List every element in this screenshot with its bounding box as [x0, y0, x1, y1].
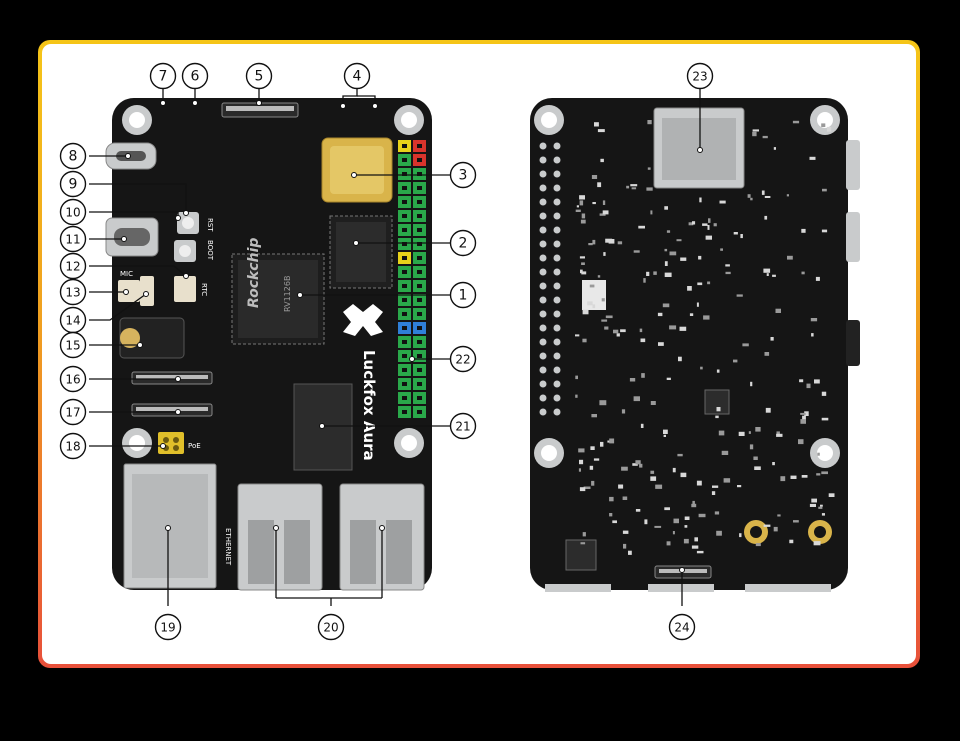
callout-label: 13: [65, 286, 80, 300]
back-components: [575, 120, 835, 555]
callout-20: 20: [317, 613, 345, 641]
brand-logo-icon: [343, 304, 383, 336]
callout-label: 3: [459, 168, 468, 184]
leader-lines: [89, 89, 701, 606]
usb-a-port-1: [237, 483, 323, 591]
callout-label: 6: [191, 69, 200, 85]
memory-chip: [336, 222, 386, 282]
callout-label: 1: [459, 288, 468, 304]
callout-label: 4: [353, 69, 362, 85]
silk-ethernet: ETHERNET: [224, 528, 232, 566]
callout-18: 18: [59, 432, 87, 460]
callout-5: 5: [245, 62, 273, 90]
callout-14: 14: [59, 306, 87, 334]
callout-label: 10: [65, 206, 80, 220]
callout-22: 22: [449, 345, 477, 373]
callout-1: 1: [449, 281, 477, 309]
silk-rst: RST: [206, 218, 214, 232]
callout-11: 11: [59, 225, 87, 253]
callout-10: 10: [59, 198, 87, 226]
callout-label: 16: [65, 373, 80, 387]
callout-12: 12: [59, 252, 87, 280]
callout-19: 19: [154, 613, 182, 641]
usb-a-port-2: [339, 483, 425, 591]
callout-label: 22: [455, 353, 470, 367]
silk-poe: PoE: [188, 442, 201, 450]
callout-label: 18: [65, 440, 80, 454]
callout-15: 15: [59, 331, 87, 359]
silk-boot: BOOT: [206, 240, 214, 261]
leader-dots: [121, 100, 703, 573]
callout-label: 11: [65, 233, 80, 247]
callout-16: 16: [59, 365, 87, 393]
silk-rtc: RTC: [200, 283, 208, 296]
soc-model-text: RV1126B: [283, 276, 292, 312]
mic-connector: [118, 280, 140, 302]
callout-label: 17: [65, 406, 80, 420]
callout-8: 8: [59, 142, 87, 170]
callout-23: 23: [686, 62, 714, 90]
soc-brand-text: Rockchip: [246, 238, 262, 308]
silk-mic: MIC: [120, 270, 133, 278]
back-board-pcb: [530, 98, 848, 590]
front-mounting-holes: [122, 105, 424, 458]
board-brand-text: Luckfox Aura: [360, 350, 378, 461]
callout-24: 24: [668, 613, 696, 641]
gpio-header: [398, 140, 426, 418]
callout-label: 14: [65, 314, 80, 328]
callout-label: 19: [160, 621, 175, 635]
callout-9: 9: [59, 170, 87, 198]
back-side-connector-2: [846, 212, 860, 262]
callout-21: 21: [449, 412, 477, 440]
callout-label: 2: [459, 236, 468, 252]
back-chip-bottom: [565, 539, 597, 571]
callout-label: 5: [255, 69, 264, 85]
callout-17: 17: [59, 398, 87, 426]
back-mounting-holes: [534, 105, 840, 468]
callout-label: 15: [65, 339, 80, 353]
callout-4: 4: [343, 62, 371, 90]
callout-label: 23: [692, 70, 707, 84]
back-side-jack: [846, 320, 860, 366]
back-header-pads: [539, 142, 561, 416]
callout-label: 24: [674, 621, 689, 635]
soc-chip: [238, 260, 318, 338]
back-board: [530, 98, 860, 592]
rtc-connector: [174, 276, 196, 302]
back-side-connector-1: [846, 140, 860, 190]
callout-label: 7: [159, 69, 168, 85]
callout-6: 6: [181, 62, 209, 90]
callout-label: 21: [455, 420, 470, 434]
poe-header: [158, 432, 184, 454]
callout-7: 7: [149, 62, 177, 90]
callout-label: 20: [323, 621, 338, 635]
callout-label: 9: [69, 177, 78, 193]
callout-3: 3: [449, 161, 477, 189]
callout-label: 12: [65, 260, 80, 274]
callout-2: 2: [449, 229, 477, 257]
callout-label: 8: [69, 149, 78, 165]
callout-13: 13: [59, 278, 87, 306]
front-board: Rockchip RV1126B Luckfox Aura RST BOOT R…: [105, 98, 432, 591]
speaker-connector: [140, 276, 154, 306]
